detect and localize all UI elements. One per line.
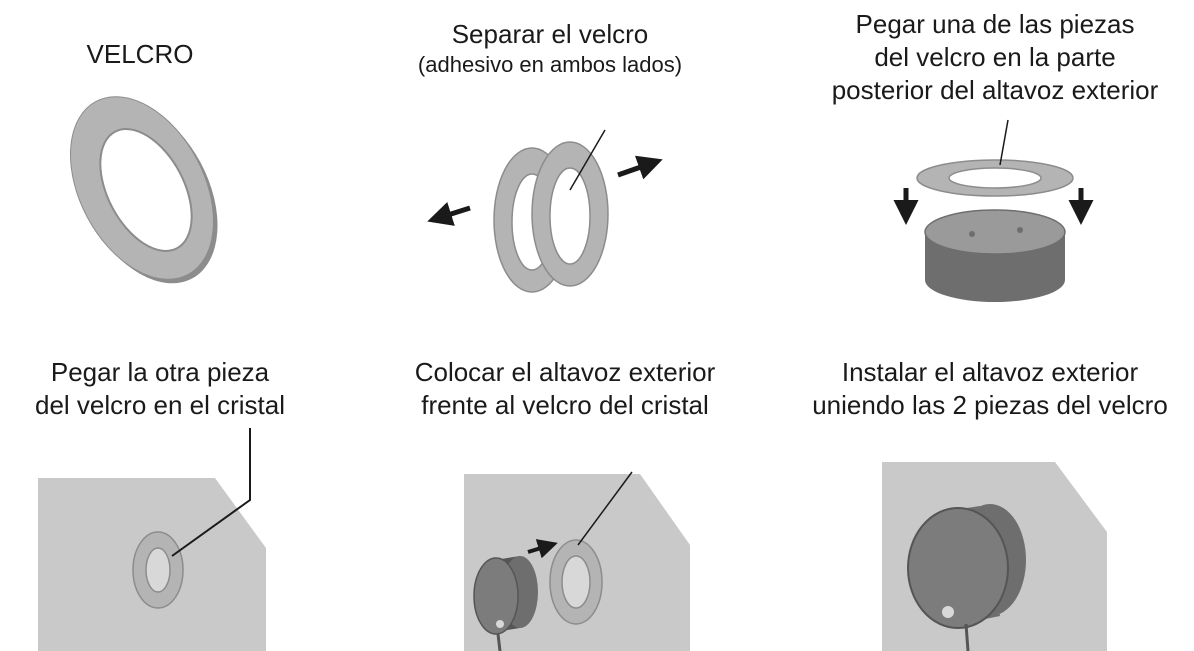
step-2-line-1: Separar el velcro — [451, 19, 649, 49]
step-3-line-3: posterior del altavoz exterior — [831, 75, 1159, 106]
step-6-caption: Instalar el altavoz exterior uniendo las… — [790, 356, 1190, 422]
speaker-back-illustration — [893, 119, 1094, 302]
arrow-right-icon — [617, 155, 663, 180]
arrow-left-icon — [427, 202, 471, 226]
pointer-line — [999, 119, 1009, 166]
velcro-ring-illustration — [69, 96, 218, 284]
step-5-line-2: frente al velcro del cristal — [421, 390, 709, 421]
step-3-line-1: Pegar una de las piezas — [855, 9, 1135, 39]
step-5-line-1: Colocar el altavoz exterior — [414, 357, 716, 387]
step-4-line-1: Pegar la otra pieza — [50, 357, 270, 387]
step-6-line-2: uniendo las 2 piezas del velcro — [812, 390, 1168, 421]
arrow-right-icon — [527, 539, 558, 559]
step-1-caption: VELCRO — [70, 38, 210, 71]
step-2-caption: Separar el velcro (adhesivo en ambos lad… — [370, 18, 730, 79]
step-3-caption: Pegar una de las piezas del velcro en la… — [800, 8, 1190, 107]
pointer-line — [171, 428, 251, 557]
pointer-line — [577, 471, 633, 546]
pointer-line — [569, 129, 606, 191]
step-2-line-2: (adhesivo en ambos lados) — [417, 52, 683, 78]
step-4-line-2: del velcro en el cristal — [35, 390, 285, 421]
step-1-line-1: VELCRO — [86, 39, 194, 69]
step-3-line-2: del velcro en la parte — [874, 42, 1116, 73]
separate-velcro-illustration — [427, 129, 663, 293]
velcro-on-glass-illustration — [38, 428, 266, 651]
speaker-installed-illustration — [882, 462, 1107, 651]
step-5-caption: Colocar el altavoz exterior frente al ve… — [380, 356, 750, 422]
step-6-line-1: Instalar el altavoz exterior — [841, 357, 1139, 387]
step-4-caption: Pegar la otra pieza del velcro en el cri… — [0, 356, 320, 422]
speaker-facing-velcro-illustration — [464, 471, 690, 651]
